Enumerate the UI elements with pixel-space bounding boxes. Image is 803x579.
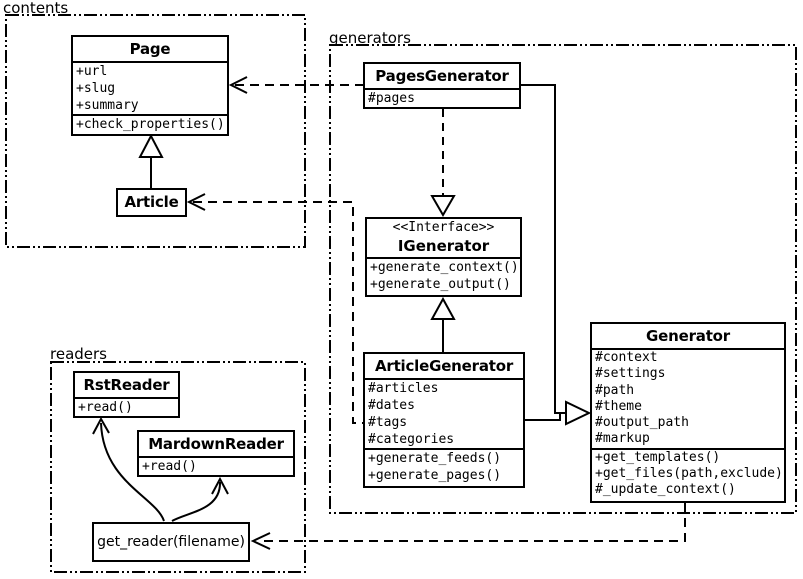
class-article: Article: [116, 188, 187, 217]
method: #_update_context(): [595, 482, 736, 498]
class-generator-methods: +get_templates() +get_files(path,exclude…: [592, 447, 784, 499]
dependency-generator-getreader: [250, 503, 686, 550]
readers-package-border: [50, 361, 306, 573]
attribute: #context: [595, 350, 658, 365]
node-get-reader: get_reader(filename): [92, 522, 250, 562]
class-rstreader-name: RstReader: [75, 373, 178, 399]
class-markdownreader-methods: +read(): [139, 458, 293, 475]
class-page: Page +url +slug +summary +check_properti…: [71, 35, 229, 136]
class-page-methods: +check_properties(): [73, 114, 227, 133]
class-markdownreader-name: MardownReader: [139, 432, 293, 458]
class-igenerator-name: IGenerator: [397, 237, 490, 255]
class-igenerator-stereotype: <<Interface>>: [392, 220, 495, 235]
realization-pagesgenerator-igenerator: [430, 109, 456, 217]
class-generator-attributes: #context #settings #path #theme #output_…: [592, 350, 784, 448]
method: +get_files(path,exclude): [595, 466, 783, 482]
class-pagesgenerator: PagesGenerator #pages: [363, 62, 521, 109]
class-markdownreader: MardownReader +read(): [137, 430, 295, 477]
class-igenerator: <<Interface>> IGenerator +generate_conte…: [365, 217, 522, 297]
attribute: +slug: [76, 81, 116, 96]
class-igenerator-methods: +generate_context() +generate_output(): [367, 259, 520, 293]
class-article-name: Article: [124, 193, 179, 211]
class-rstreader-methods: +read(): [75, 399, 178, 416]
attribute: #pages: [368, 91, 415, 106]
attribute: #path: [595, 382, 635, 398]
attribute: #articles: [368, 381, 439, 396]
generators-package-border: [329, 44, 797, 514]
method: +read(): [78, 400, 133, 415]
generators-package-label: generators: [329, 29, 411, 47]
class-pagesgenerator-name: PagesGenerator: [365, 64, 519, 90]
contents-package-label: contents: [3, 0, 69, 17]
dependency-articlegenerator-article: [186, 193, 363, 424]
class-articlegenerator-name: ArticleGenerator: [365, 354, 523, 380]
class-articlegenerator-methods: +generate_feeds() +generate_pages(): [365, 448, 523, 484]
attribute: +url: [76, 64, 108, 79]
method: +generate_context(): [370, 260, 519, 275]
attribute: #markup: [595, 431, 650, 447]
class-generator: Generator #context #settings #path #them…: [590, 322, 786, 503]
association-getreader-markdownreader: [171, 476, 229, 522]
contents-package-border: [5, 14, 306, 248]
inheritance-article-page: [138, 133, 164, 188]
class-generator-name: Generator: [592, 324, 784, 350]
class-articlegenerator-attributes: #articles #dates #tags #categories: [365, 380, 523, 448]
inheritance-generators-generator: [521, 84, 592, 426]
class-rstreader: RstReader +read(): [73, 371, 180, 418]
class-pagesgenerator-attributes: #pages: [365, 90, 519, 107]
readers-package-label: readers: [50, 345, 107, 363]
realization-articlegenerator-igenerator: [430, 296, 456, 352]
association-getreader-rstreader: [92, 416, 165, 522]
method: +generate_pages(): [368, 468, 502, 483]
class-page-name: Page: [73, 37, 227, 63]
method: +check_properties(): [76, 117, 225, 132]
method: +generate_output(): [370, 277, 511, 292]
attribute: #dates: [368, 398, 415, 413]
method: +get_templates(): [595, 449, 721, 465]
attribute: +summary: [76, 98, 139, 113]
class-page-attributes: +url +slug +summary: [73, 63, 227, 114]
attribute: #categories: [368, 432, 455, 447]
attribute: #output_path: [595, 415, 689, 431]
node-get-reader-label: get_reader(filename): [97, 534, 245, 550]
class-articlegenerator: ArticleGenerator #articles #dates #tags …: [363, 352, 525, 488]
class-igenerator-header: <<Interface>> IGenerator: [367, 219, 520, 259]
dependency-pagesgenerator-page: [228, 76, 363, 94]
method: +generate_feeds(): [368, 451, 502, 466]
attribute: #settings: [595, 366, 666, 382]
attribute: #theme: [595, 398, 642, 414]
method: +read(): [142, 459, 197, 474]
attribute: #tags: [368, 415, 408, 430]
